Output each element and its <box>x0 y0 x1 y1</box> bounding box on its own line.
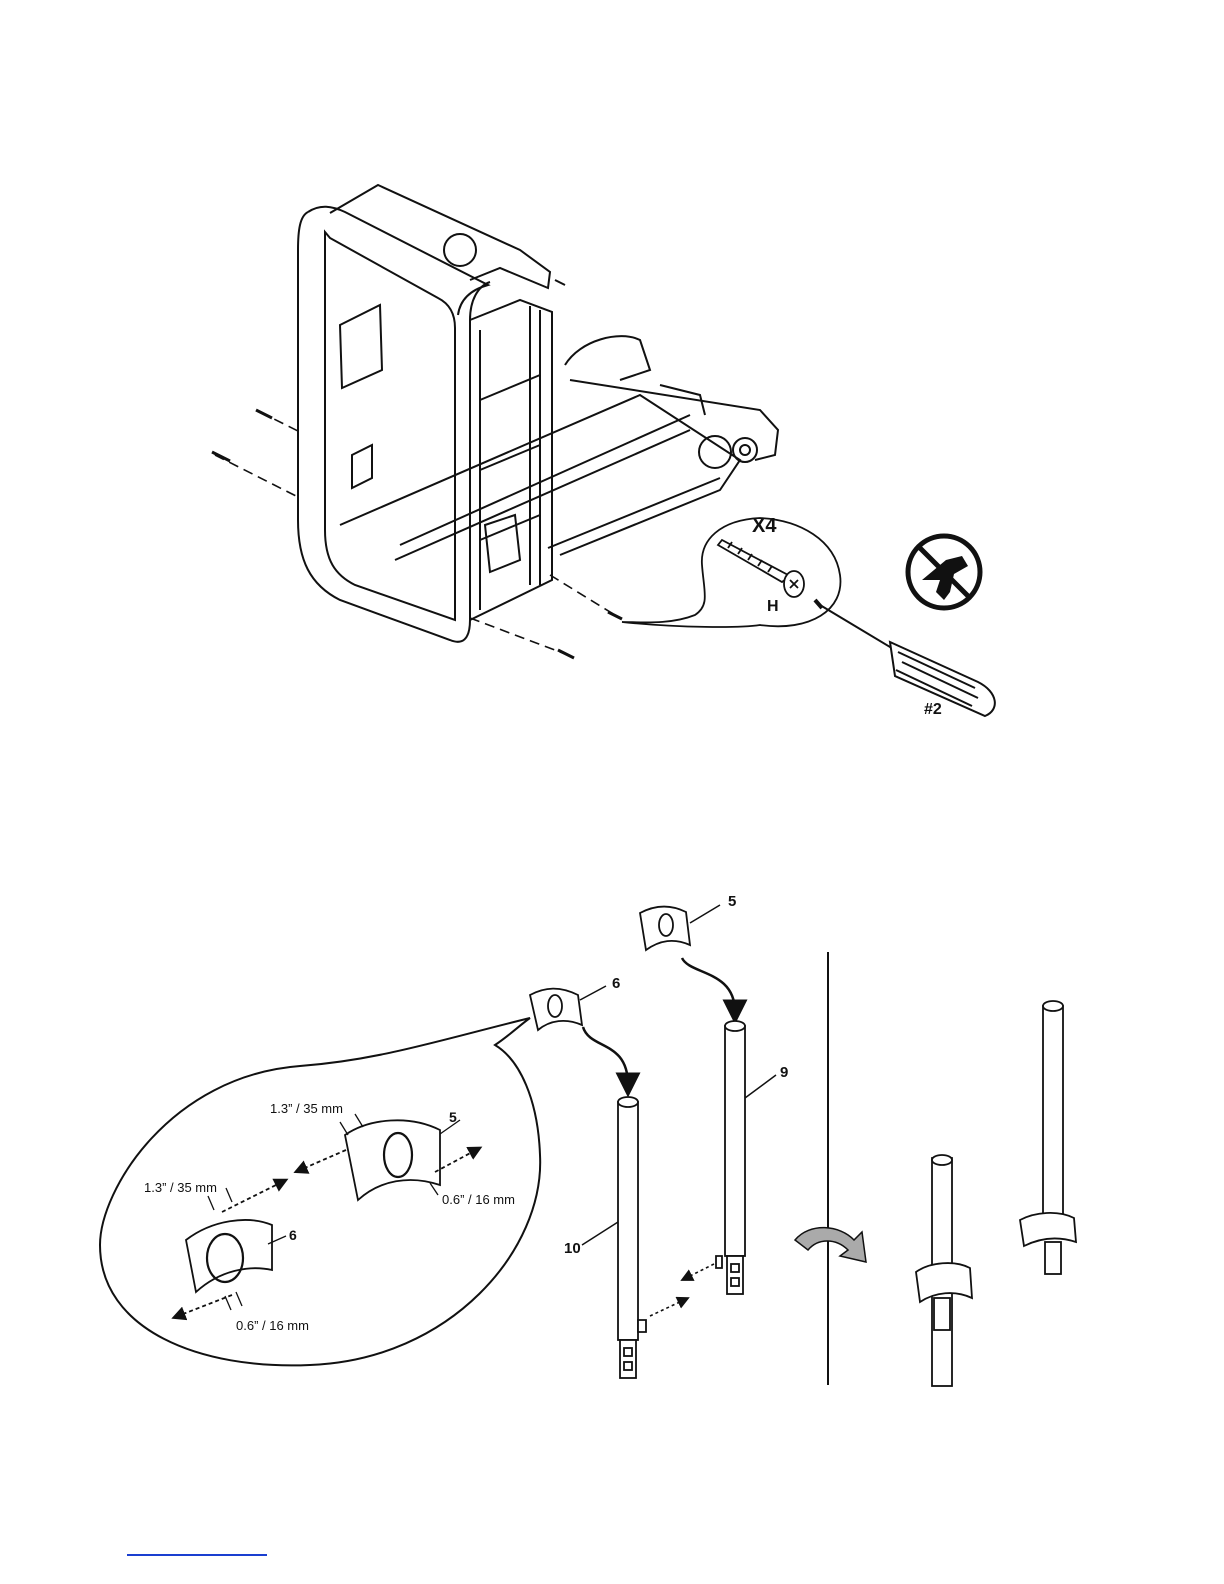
leader-line <box>582 1222 618 1245</box>
detail-cap-5-drawing <box>345 1120 440 1200</box>
detail-dimension-5-long: 1.3” / 35 mm <box>270 1101 343 1116</box>
tube-10-drawing <box>618 1097 646 1378</box>
treadmill-frame-drawing <box>298 185 778 642</box>
dimension-arrow-icon <box>300 1150 346 1170</box>
screw-icon <box>212 410 622 658</box>
detail-label-6: 6 <box>289 1227 297 1243</box>
part-label-10: 10 <box>564 1240 581 1257</box>
alignment-arrow-icon <box>686 1264 714 1278</box>
detail-dimension-6-short: 0.6” / 16 mm <box>236 1318 309 1333</box>
hardware-letter-label: H <box>767 598 779 615</box>
screwdriver-icon <box>815 600 995 716</box>
insert-arrow-icon <box>583 1027 628 1085</box>
assembled-tube-left-drawing <box>916 1155 972 1386</box>
detail-dimension-6-long: 1.3” / 35 mm <box>144 1180 217 1195</box>
detail-cap-6-drawing <box>186 1220 272 1292</box>
assembled-tube-right-drawing <box>1020 1001 1076 1274</box>
hardware-callout <box>622 518 840 627</box>
screwdriver-size-label: #2 <box>924 701 942 718</box>
dimension-arrow-icon <box>435 1150 476 1172</box>
insert-arrow-icon <box>682 958 735 1012</box>
no-power-drill-icon <box>908 536 980 608</box>
screw-guide-lines <box>215 412 615 655</box>
dimension-arrow-icon <box>178 1295 232 1316</box>
tube-9-drawing <box>716 1021 745 1294</box>
detail-dimension-5-short: 0.6” / 16 mm <box>442 1192 515 1207</box>
quantity-label: X4 <box>752 515 777 537</box>
alignment-arrow-icon <box>650 1300 684 1316</box>
cap-5-drawing <box>640 906 690 950</box>
part-label-6: 6 <box>612 975 620 992</box>
leader-line <box>690 905 720 923</box>
rotate-arrow-icon <box>795 1228 866 1262</box>
part-label-5: 5 <box>728 893 736 910</box>
leader-line <box>745 1075 776 1098</box>
dimension-arrow-icon <box>222 1182 282 1212</box>
wood-screw-icon <box>718 540 804 597</box>
leader-line <box>580 986 606 1000</box>
cap-6-drawing <box>530 989 582 1030</box>
part-label-9: 9 <box>780 1064 788 1081</box>
detail-label-5: 5 <box>449 1109 457 1125</box>
footer-link-underline[interactable] <box>127 1554 267 1556</box>
